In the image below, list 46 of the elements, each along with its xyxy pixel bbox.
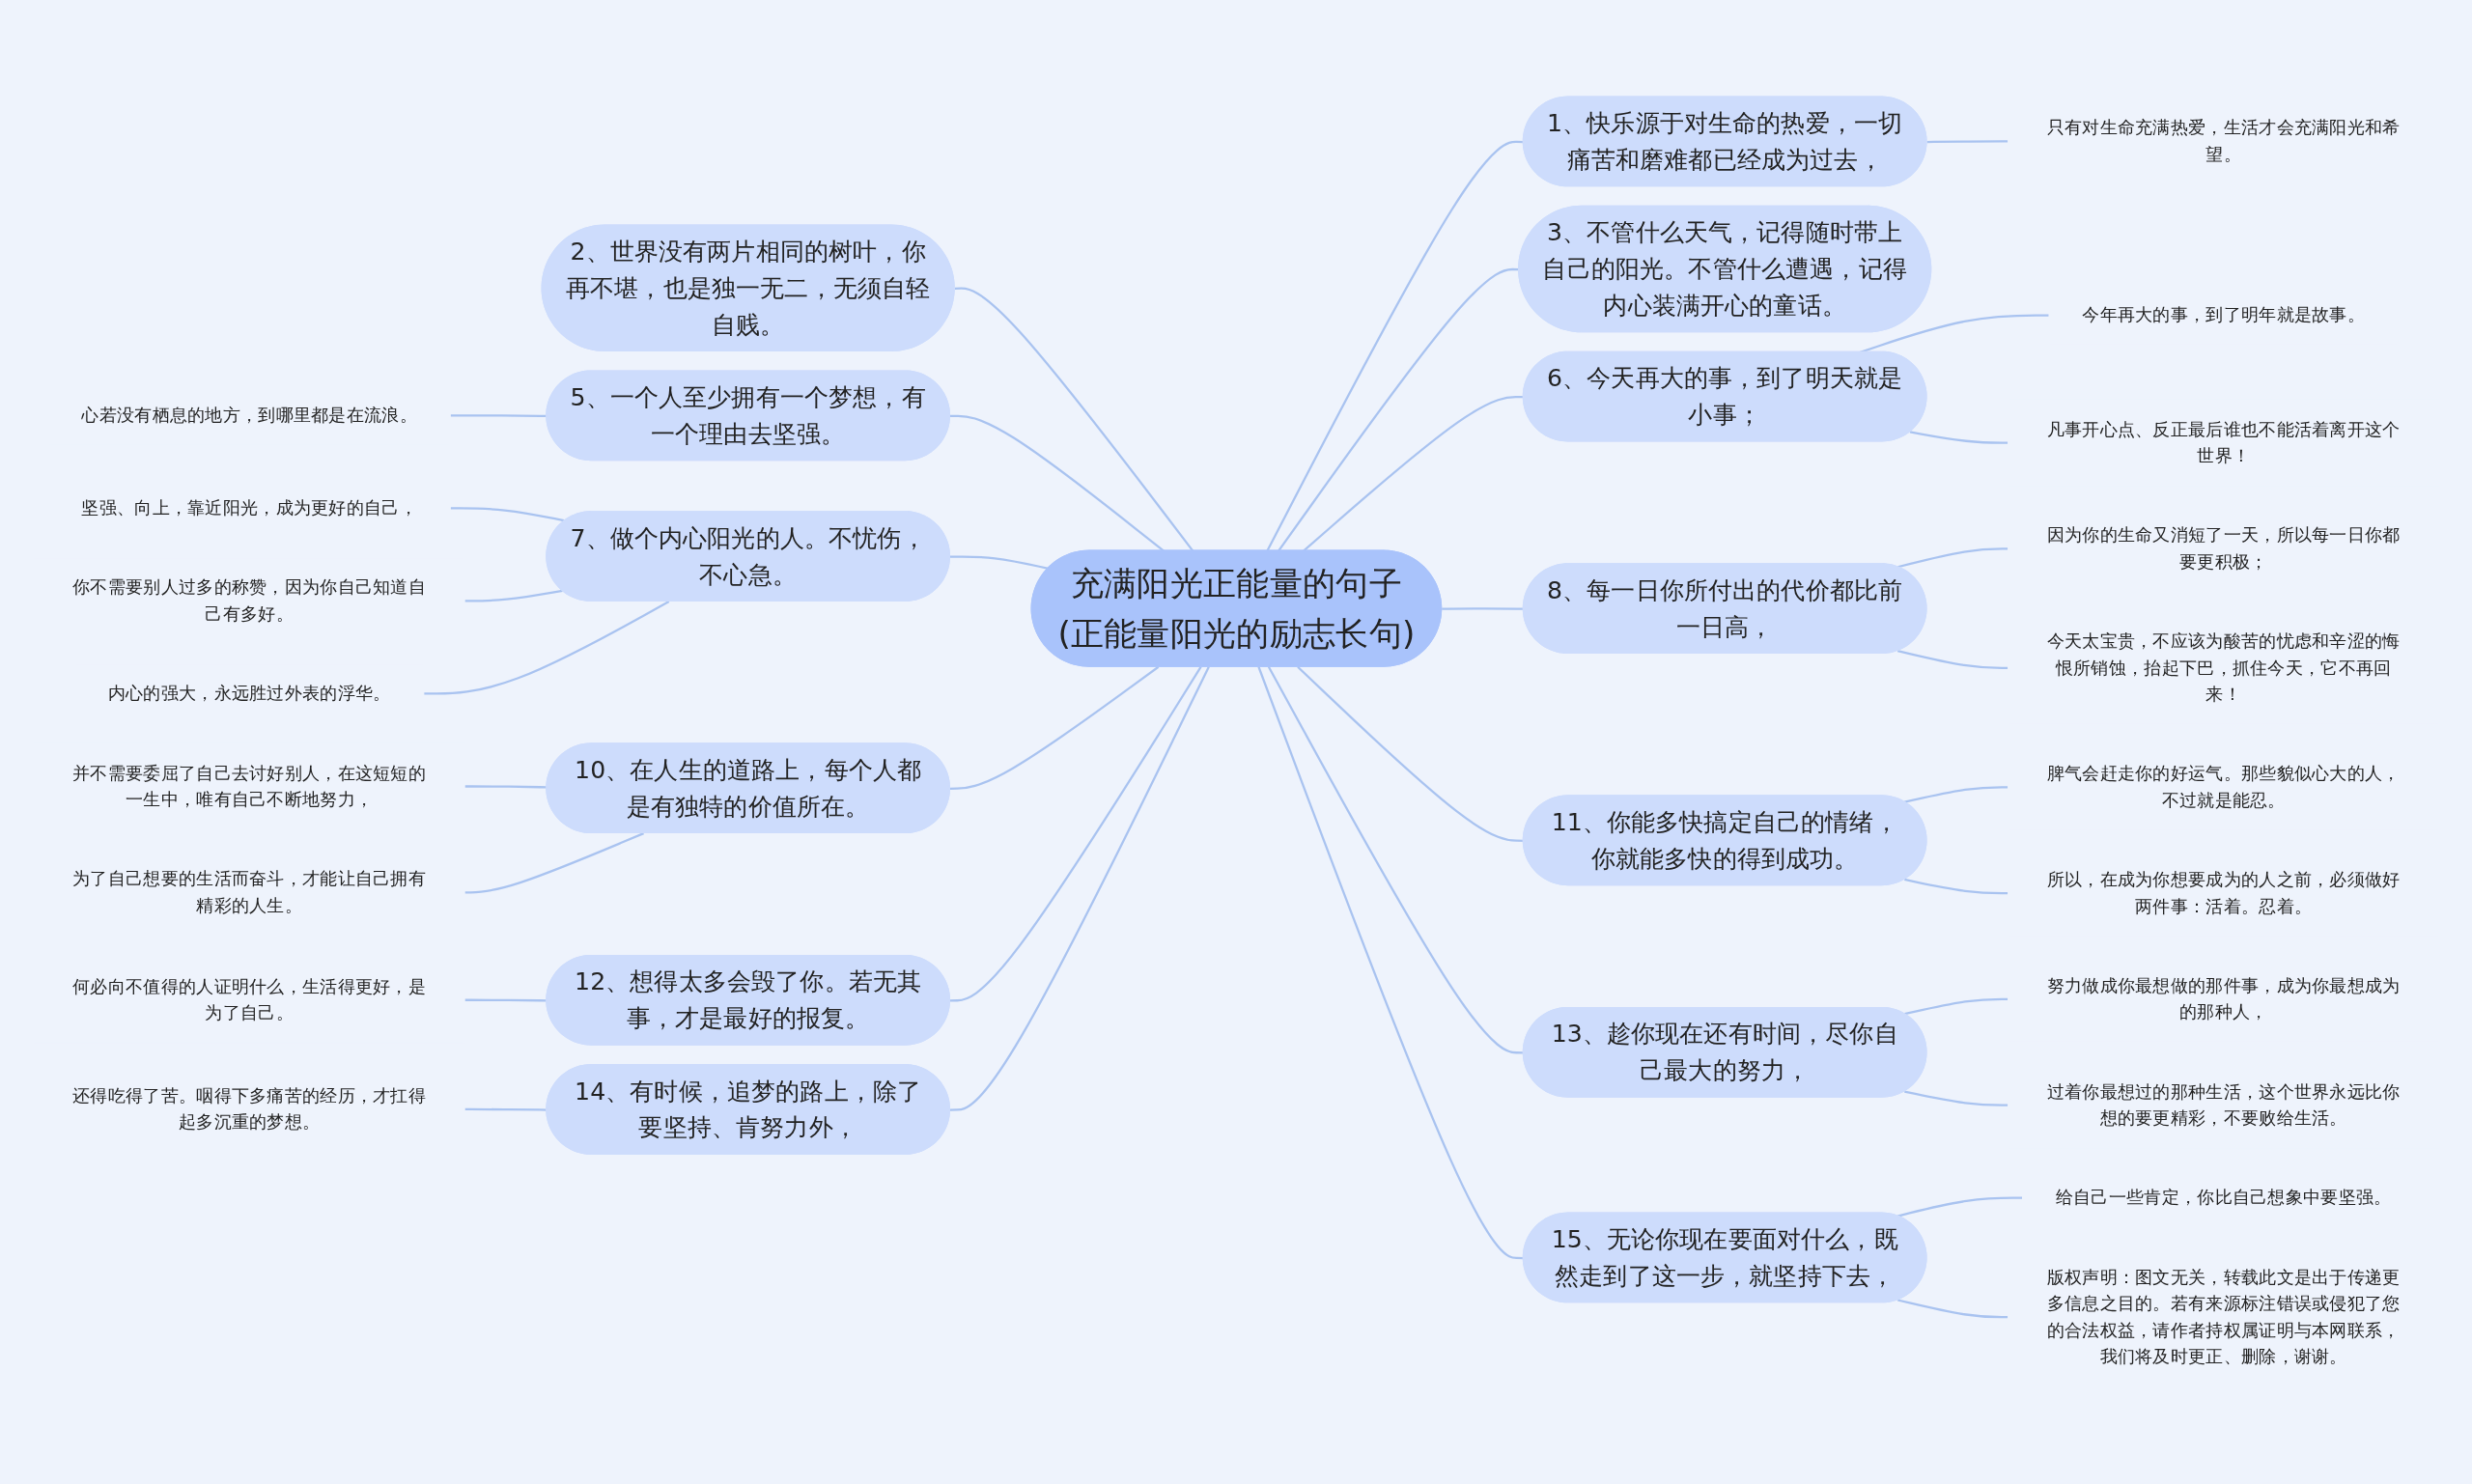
connector [1265,141,1524,552]
node-text: 努力做成你最想做的那件事，成为你最想成为的那种人， [2046,975,2401,1023]
node-text: 还得吃得了苦。咽得下多痛苦的经历，才扛得起多沉重的梦想。 [71,1085,426,1134]
connector [1903,879,2008,895]
connector [949,666,1202,1002]
connector [949,666,1159,791]
connector [949,666,1210,1111]
connector [1903,1090,2008,1107]
connector [423,601,669,695]
connector [1296,666,1524,843]
connector [1896,650,2008,670]
connector [1896,1299,2008,1319]
connector [1926,140,2008,144]
node-text: 何必向不值得的人证明什么，生活得更好，是为了自己。 [71,975,426,1024]
node-text: 因为你的生命又消短了一天，所以每一日你都要更积极； [2046,524,2401,573]
node-text: 版权声明：图文无关，转载此文是出于传递更多信息之目的。若有来源标注错误或侵犯了您的合法权益，请作者持权属证明与本网联系，我们将及时更正、删除，谢谢。 [2046,1266,2401,1367]
connector [1441,607,1524,611]
node-text: 过着你最想过的那种生活，这个世界永远比你想的要更精彩，不要败给生活。 [2046,1080,2401,1129]
node-text: 坚强、向上，靠近阳光，成为更好的自己， [80,497,417,518]
connector [954,287,1194,552]
connector [1267,666,1524,1054]
connector [1909,431,2008,445]
connector [464,832,644,894]
connector [1903,998,2008,1016]
node-text: 所以，在成为你想要成为的人之前，必须做好两件事：活着。忍着。 [2046,869,2401,917]
node-text: 脾气会赶走你的好运气。那些貌似心大的人，不过就是能忍。 [2046,763,2401,811]
node-text: 给自己一些肯定，你比自己想象中要坚强。 [2055,1187,2392,1209]
node-text: 今年再大的事，到了明年就是故事。 [2081,304,2365,326]
node-text: 只有对生命充满热爱，生活才会充满阳光和希望。 [2046,117,2401,165]
node-text: 内心的强大，永远胜过外表的浮华。 [107,683,391,705]
connector [949,414,1165,552]
node-text: 今天太宝贵，不应该为酸苦的忧虑和辛涩的悔恨所销蚀，抬起下巴，抓住今天，它不再回来！ [2046,630,2401,705]
node-text: 心若没有栖息的地方，到哪里都是在流浪。 [80,405,417,426]
node-text: 并不需要委屈了自己去讨好别人，在这短短的一生中，唯有自己不断地努力， [71,762,426,810]
connector [449,507,566,522]
connector [464,590,563,602]
connector [949,555,1049,571]
node-text: 凡事开心点、反正最后谁也不能活着离开这个世界！ [2046,418,2401,466]
node-text: 为了自己想要的生活而奋斗，才能让自己拥有精彩的人生。 [71,868,426,916]
node-text: 你不需要别人过多的称赞，因为你自己知道自己有多好。 [71,576,426,625]
connector [1903,786,2008,804]
connector [1302,396,1524,552]
connector [1896,547,2008,569]
connector [1896,1196,2023,1218]
connector [1277,268,1519,552]
connector [1257,666,1524,1260]
